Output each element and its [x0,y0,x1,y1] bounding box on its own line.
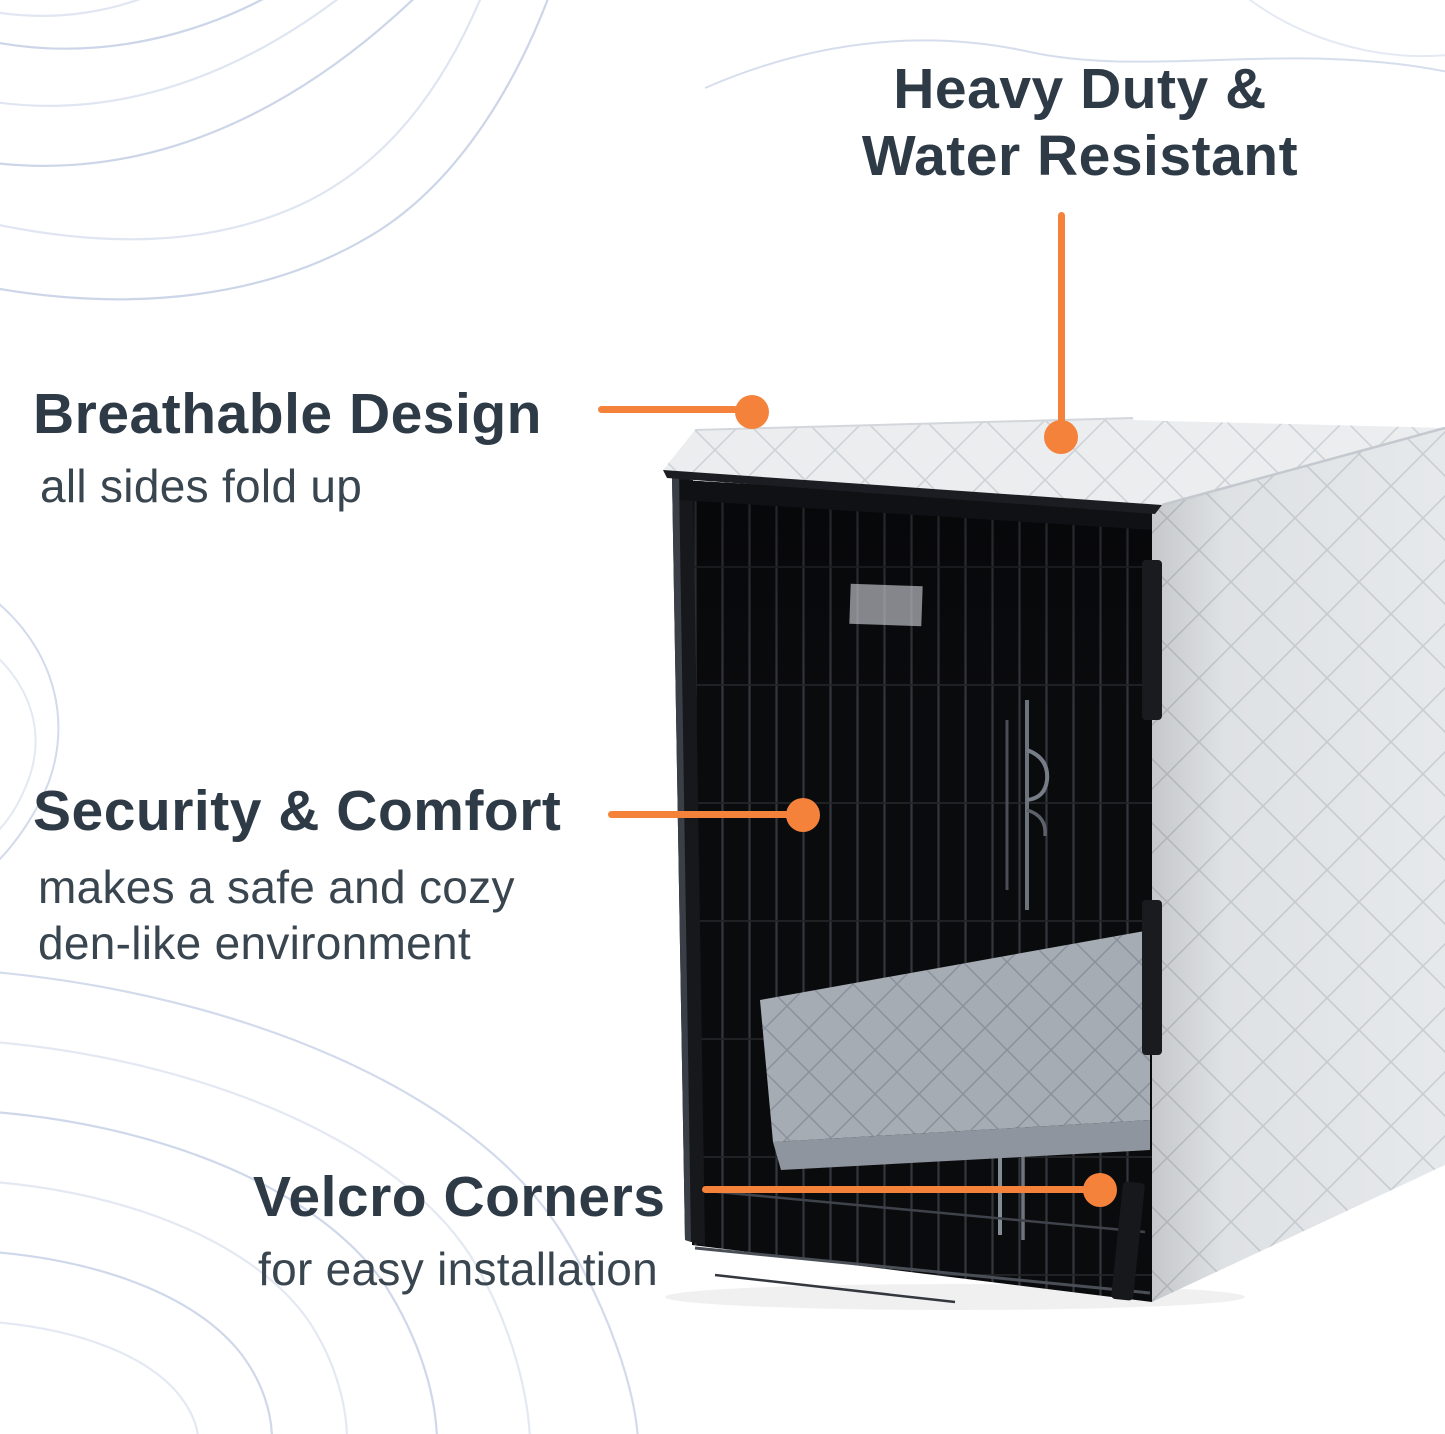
cover-top-panel [1130,420,1445,505]
wave-group-left-middle [0,603,60,861]
crate-label-plate [849,583,923,627]
callout-leader-line-velcro [702,1186,1090,1193]
callout-security-subtitle-line1: makes a safe and cozy [38,861,515,914]
crate-floor-wires [694,1188,1151,1304]
callout-velcro-subtitle: for easy installation [258,1243,659,1296]
callout-heavy-duty-title: Heavy Duty & Water Resistant [780,56,1380,191]
callout-security-subtitle-line2: den-like environment [38,917,472,970]
cover-side-panel [1152,428,1445,1302]
callout-dot-security [786,798,820,832]
callout-leader-line-security [608,811,790,818]
wave-group-top-left [0,0,549,301]
callout-heavy-duty: Heavy Duty & Water Resistant [780,56,1380,191]
velcro-strip-middle [1142,900,1162,1055]
callout-breathable: Breathable Design all sides fold up [33,381,542,514]
callout-dot-heavy-duty [1044,420,1078,454]
cover-top-flap [663,417,1445,514]
velcro-strip-bottom [1111,1181,1145,1301]
wave-group-bottom-left [0,971,639,1434]
callout-leader-line-heavy-duty [1058,212,1065,424]
callout-velcro: Velcro Corners for easy installation [253,1164,666,1297]
crate-cushion [760,930,1150,1170]
callout-dot-velcro [1083,1173,1117,1207]
callout-velcro-title: Velcro Corners [253,1165,666,1229]
wave-group-top-right [704,0,1445,89]
callout-breathable-title: Breathable Design [33,382,542,446]
velcro-strips [1111,560,1162,1301]
cover-edge-trim [672,476,1152,1246]
velcro-strip-top [1142,560,1162,720]
callout-heavy-duty-title-line2: Water Resistant [861,124,1299,189]
callout-security-subtitle: makes a safe and cozy den-like environme… [38,859,561,971]
crate-cover-product-photo [663,417,1445,1310]
callout-dot-breathable [735,395,769,429]
callout-leader-line-breathable [598,406,738,413]
callout-security: Security & Comfort makes a safe and cozy… [33,778,561,971]
callout-security-title: Security & Comfort [33,779,562,843]
callout-breathable-subtitle: all sides fold up [40,460,363,513]
callout-heavy-duty-title-line1: Heavy Duty & [893,57,1267,121]
